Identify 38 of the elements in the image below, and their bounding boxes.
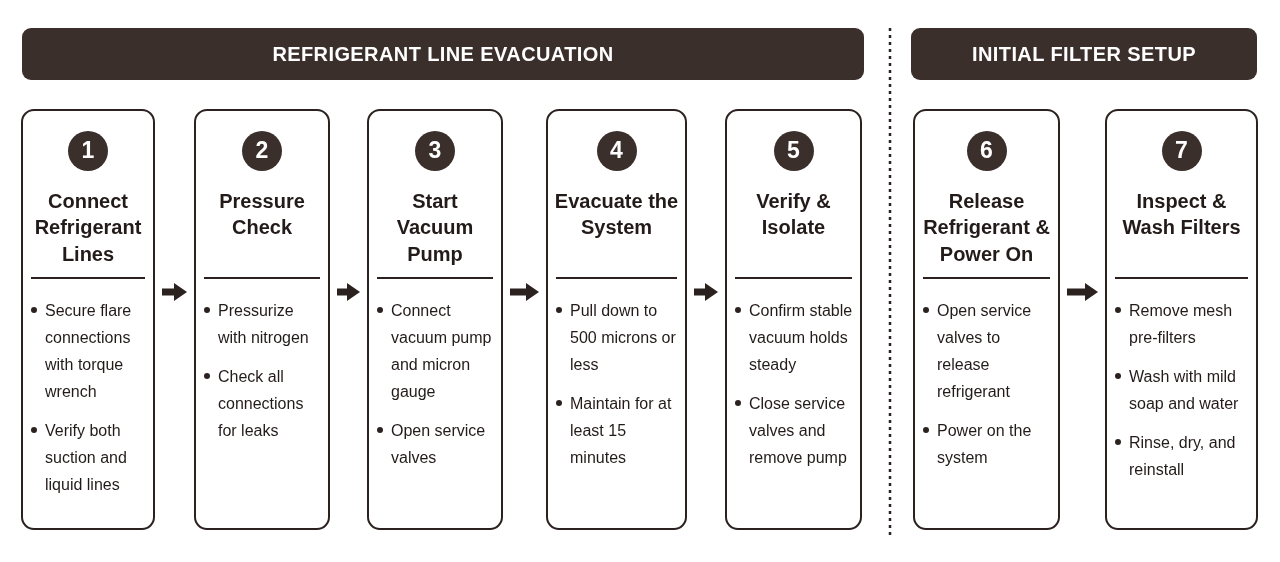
section-header: INITIAL FILTER SETUP: [911, 28, 1257, 80]
bullet-text: Maintain for at least 15 minutes: [570, 393, 673, 468]
step-number: 6: [966, 130, 1007, 171]
bullet-text: Remove mesh pre-filters: [1129, 300, 1234, 348]
bullet-text: Power on the system: [937, 420, 1033, 468]
bullet-text: Pull down to 500 microns or less: [570, 300, 677, 375]
bullet-text: Verify both suction and liquid lines: [45, 420, 128, 495]
step-number: 1: [68, 130, 108, 171]
step-card: [21, 109, 155, 530]
bullet-text: Confirm stable vacuum holds steady: [749, 300, 854, 375]
step-card: [194, 109, 330, 530]
bullet-text: Open service valves to release refrigerant: [937, 300, 1033, 402]
step-title: Start Vacuum Pump: [395, 188, 475, 267]
step-number: 3: [415, 130, 455, 171]
step-card: [725, 109, 862, 530]
step-card: [1105, 109, 1258, 530]
step-number: 4: [596, 130, 637, 171]
section-header: REFRIGERANT LINE EVACUATION: [22, 28, 864, 80]
bullet-text: Open service valves: [391, 420, 487, 468]
step-card: [913, 109, 1060, 530]
step-title: Release Refrigerant & Power On: [922, 188, 1051, 267]
step-card: [546, 109, 687, 530]
bullet-text: Check all connections for leaks: [218, 366, 305, 441]
step-title: Evacuate the System: [554, 188, 679, 240]
step-number: 5: [773, 130, 814, 171]
bullet-text: Rinse, dry, and reinstall: [1129, 432, 1237, 480]
step-card: [367, 109, 503, 530]
bullet-text: Secure flare connections with torque wrench: [45, 300, 133, 402]
bullet-text: Pressurize with nitrogen: [218, 300, 310, 348]
step-title: Connect Refrigerant Lines: [33, 188, 143, 267]
bullet-text: Close service valves and remove pump: [749, 393, 848, 468]
step-number: 2: [242, 130, 282, 171]
step-title: Inspect & Wash Filters: [1121, 188, 1242, 240]
step-number: 7: [1161, 130, 1202, 171]
step-title: Verify & Isolate: [755, 188, 832, 240]
bullet-text: Wash with mild soap and water: [1129, 366, 1240, 414]
bullet-text: Connect vacuum pump and micron gauge: [391, 300, 493, 402]
step-title: Pressure Check: [218, 188, 306, 240]
